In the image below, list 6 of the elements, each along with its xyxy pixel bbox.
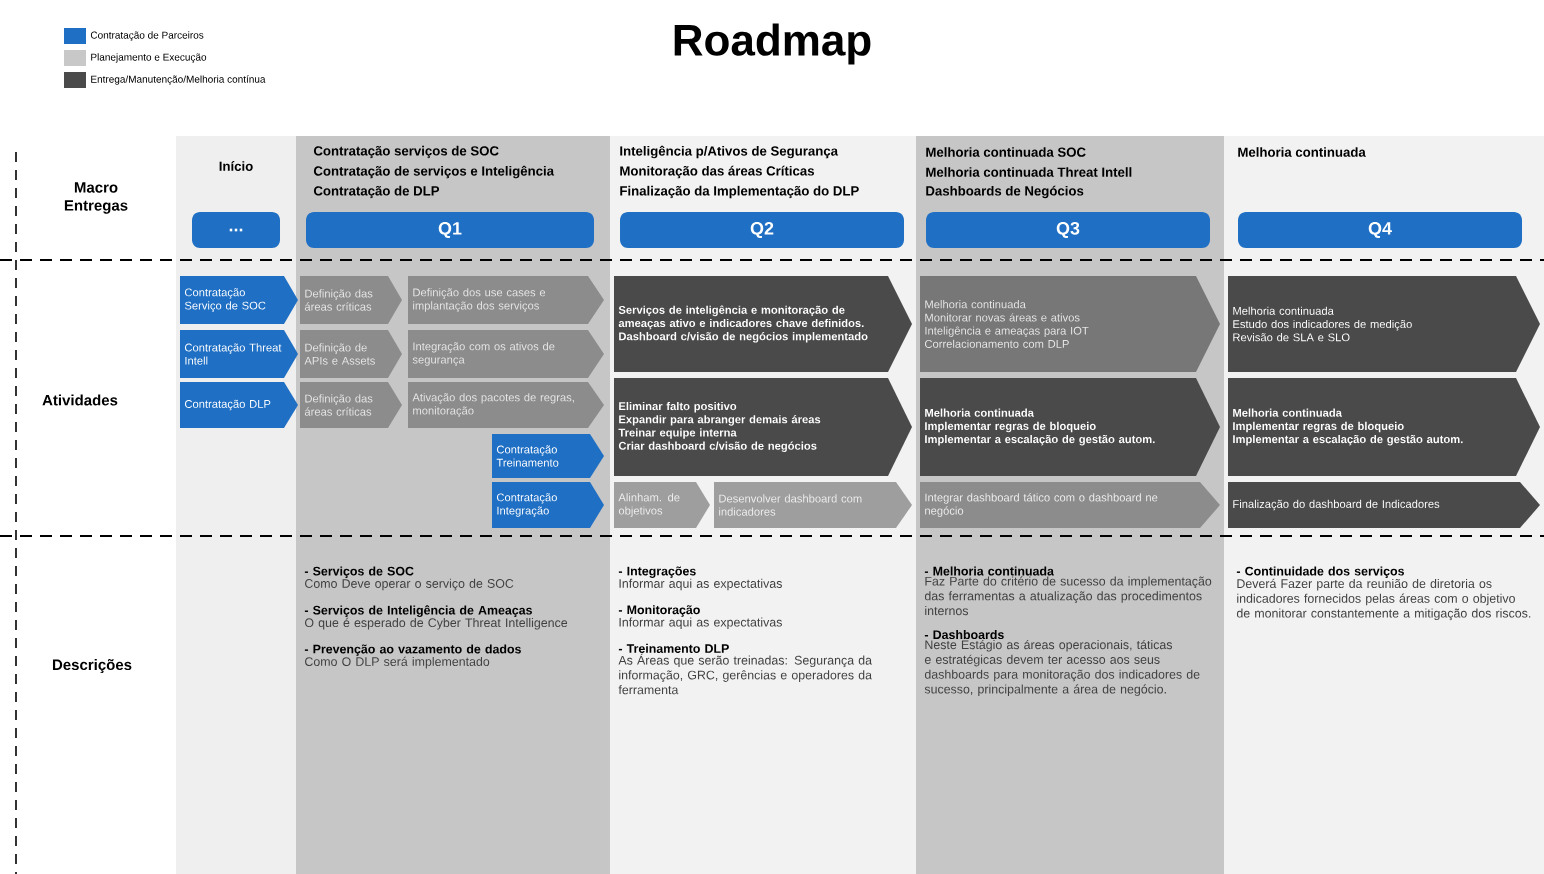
quarter-pill: Q2	[620, 212, 904, 248]
quarter-pill: Q3	[926, 212, 1210, 248]
quarter-pill: ...	[192, 212, 280, 248]
quarter-pill: Q4	[1238, 212, 1522, 248]
quarter-pill: Q1	[306, 212, 594, 248]
title: Roadmap	[674, 23, 871, 65]
